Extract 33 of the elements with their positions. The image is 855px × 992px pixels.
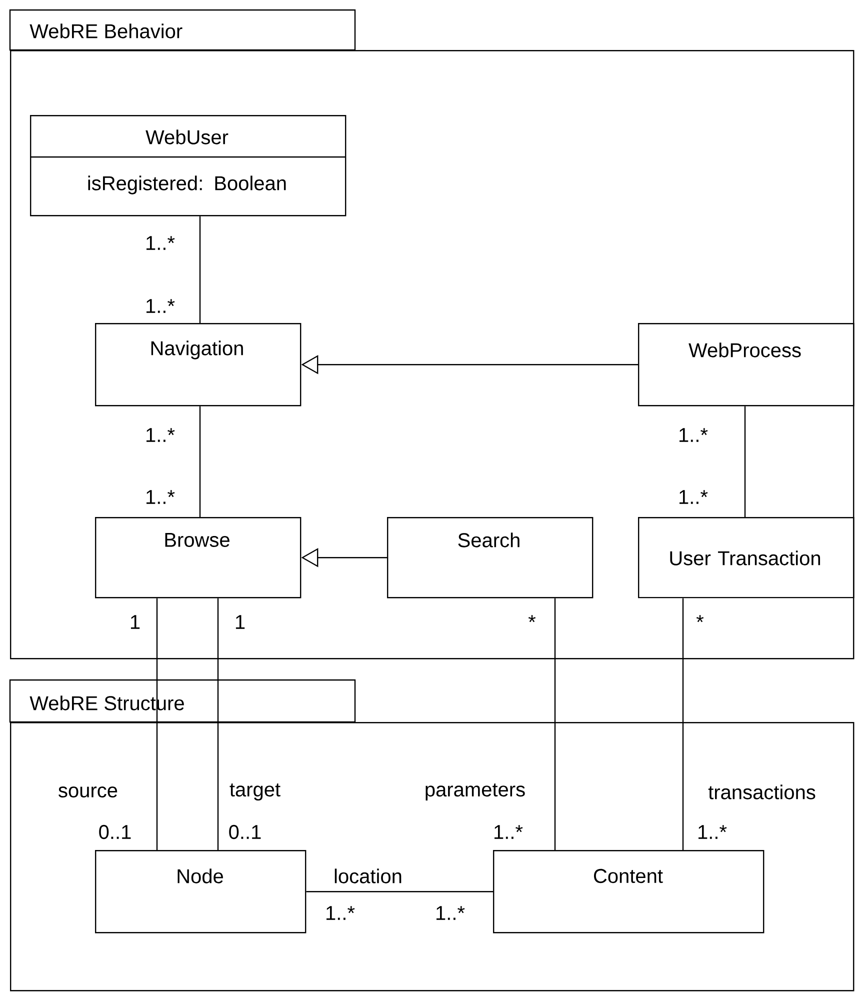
association-line: [217, 598, 219, 850]
association-line: [682, 598, 684, 850]
multiplicity-label: 1..*: [680, 428, 708, 442]
class-box: WebProcess: [638, 322, 854, 406]
multiplicity-label: 1: [236, 615, 245, 629]
role-name: target: [230, 783, 280, 801]
multiplicity-label: 1..*: [326, 906, 355, 920]
multiplicity-label: 1..*: [146, 236, 175, 250]
multiplicity-label: *: [696, 615, 704, 622]
class-box: Navigation: [95, 322, 302, 406]
association-line: [554, 598, 556, 850]
class-box: Search: [387, 517, 594, 598]
association-line: [199, 216, 201, 323]
class-box: WebUser isRegistered: Boolean: [30, 115, 346, 216]
association-line: [306, 891, 493, 892]
role-name: parameters: [426, 783, 525, 801]
association-line: [199, 406, 201, 517]
edge-label: location: [334, 868, 402, 884]
class-box: Content: [493, 850, 764, 934]
multiplicity-label: 1..*: [698, 825, 727, 839]
class-box: User Transaction: [638, 517, 854, 598]
class-box: Browse: [95, 517, 302, 598]
multiplicity-label: 1..*: [146, 428, 175, 442]
multiplicity-label: 1..*: [436, 906, 465, 920]
role-name: source: [58, 786, 118, 798]
multiplicity-label: 1: [130, 615, 140, 629]
association-line: [156, 598, 158, 850]
class-box: Node: [95, 850, 306, 934]
multiplicity-label: 0..1: [229, 824, 261, 840]
node-label: WebRE Behavior: [30, 24, 182, 38]
role-name: transactions: [708, 784, 816, 800]
association-line: [744, 406, 746, 517]
multiplicity-label: *: [528, 615, 536, 622]
